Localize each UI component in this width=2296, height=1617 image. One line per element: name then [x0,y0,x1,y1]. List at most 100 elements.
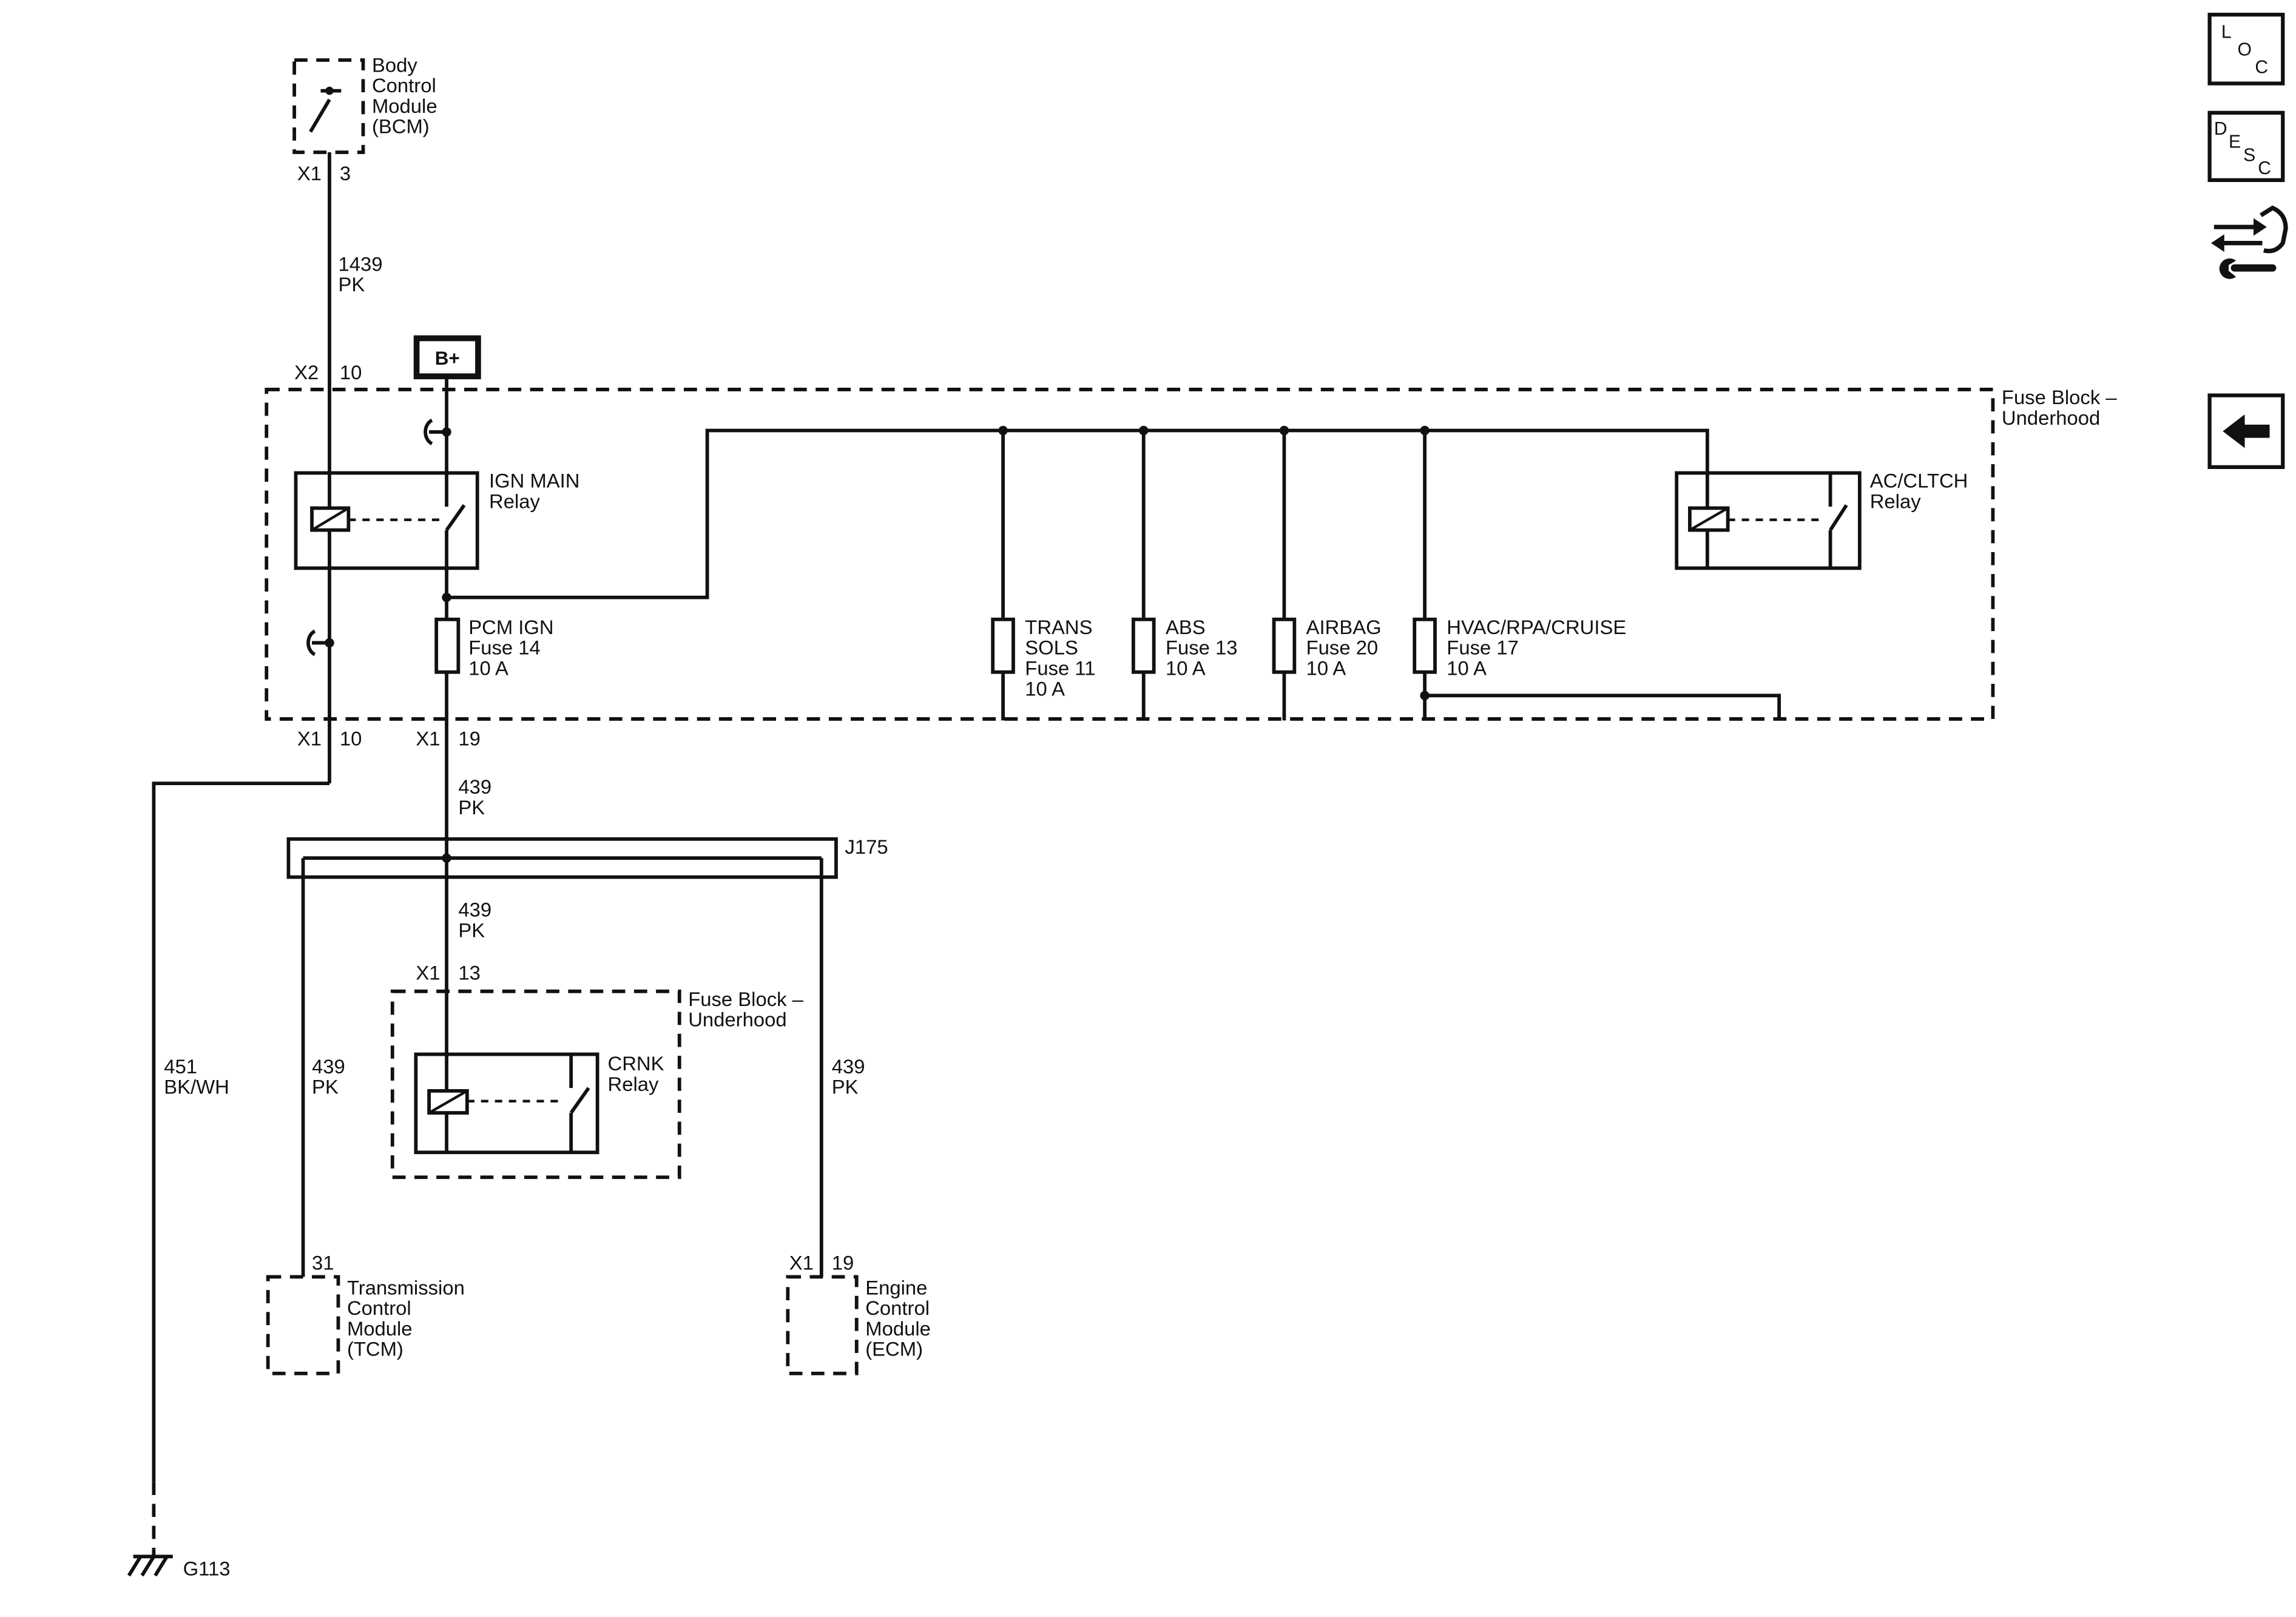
abs-fuse-symbol [1131,617,1156,674]
desc-letter: S [2243,145,2255,165]
wire-451-path: X1 10 451 BK/WH [152,530,362,1557]
fuse-label-line: AIRBAG [1306,616,1382,638]
fuse-label-line: 10 A [1166,657,1206,680]
desc-letter: C [2258,158,2271,178]
crnk-relay-coil-diagonal [428,1090,468,1114]
tcm-label-line: Transmission [347,1276,465,1298]
back-button-frame[interactable] [2207,393,2285,469]
ign-main-relay-switch-blade [445,504,466,532]
trans-sols-fuse-symbol [991,617,1015,674]
fuse-label-line: 10 A [468,657,508,680]
ecm-connector-label: X1 [789,1251,814,1274]
splice-pack-outline [286,837,838,879]
bcm-outline [292,58,365,154]
desc-letter: E [2229,132,2241,152]
b-plus-source: B+ [413,335,481,507]
tcm-label-line: (TCM) [347,1338,403,1360]
splice-j175: J175 439 PK [286,836,888,942]
crnk-relay-label-line: Relay [608,1073,659,1095]
ground-g113: G113 [127,1555,231,1580]
wire-color-label: PK [338,273,365,295]
splice-node [442,853,451,863]
fuse-label-line: Fuse 14 [468,636,541,659]
fuse-label-line: 10 A [1447,657,1487,680]
ac-cltch-relay-switch-blade [1829,504,1848,532]
fuse-block-input-connector-label: X2 [294,361,319,383]
fuse-label-line: 10 A [1306,657,1346,680]
crnk-relay-label-line: CRNK [608,1052,664,1075]
wire-color-label: PK [458,796,485,819]
tcm-component: 439 PK 31 Transmission Control Module (T… [266,858,465,1376]
crnk-fuse-block: X1 13 Fuse Block – Underhood [390,961,804,1180]
pcm-ign-fuse: PCM IGN Fuse 14 10 A X1 19 439 PK [416,530,554,1091]
bcm-label-line: Module [372,95,437,117]
desc-letter: D [2214,119,2227,139]
ac-cltch-relay: AC/CLTCH Relay [1675,470,1968,570]
bcm-pin-label: 3 [340,162,351,184]
bcm-label-line: Body [372,53,417,76]
connector-wrench-icon[interactable] [2211,205,2288,279]
bcm-connector-label: X1 [297,162,322,184]
tcm-label-line: Module [347,1317,413,1340]
fuse-block-output-connector-label: X1 [416,727,440,749]
bcm-component: Body Control Module (BCM) X1 3 [292,53,437,184]
ground-label: G113 [183,1558,231,1580]
loc-letter: L [2221,22,2232,42]
back-button[interactable] [2207,393,2285,469]
hvac-fuse: HVAC/RPA/CRUISE Fuse 17 10 A [1413,430,1781,721]
fuse-block-output-connector-label: X1 [297,727,322,749]
ign-main-relay: IGN MAIN Relay [294,470,580,570]
wire-circuit-label: 439 [832,1055,865,1078]
fuse-label-line: PCM IGN [468,616,553,638]
splice-label: J175 [845,836,888,858]
crnk-relay-switch-blade [569,1087,590,1114]
ecm-component: 439 PK X1 19 Engine Control Module (ECM) [786,858,931,1376]
bcm-switch-blade [309,98,331,133]
fuse-label-line: ABS [1166,616,1206,638]
connector-outline [2260,205,2288,254]
loc-button-frame[interactable] [2207,13,2285,86]
fuse-block-output-pin-label: 19 [458,727,480,749]
splice-node [325,638,334,648]
fuse-block-underhood: Fuse Block – Underhood [265,386,2117,721]
bcm-switch-contact-dot [325,86,334,95]
crnk-relay: CRNK Relay [414,1052,664,1155]
airbag-fuse: AIRBAG Fuse 20 10 A [1272,430,1382,721]
tcm-outline [266,1275,340,1376]
crnk-pin-label: 13 [458,961,480,984]
crnk-fuse-block-label-line: Underhood [688,1008,786,1031]
wire-color-label: PK [458,919,485,942]
loc-button[interactable]: L O C [2207,13,2285,86]
continuation-hook-icon [424,419,433,445]
ground-tick [140,1555,155,1577]
wrench-head [2219,258,2237,279]
pcm-ign-fuse-symbol [434,617,461,674]
fuse-label-line: HVAC/RPA/CRUISE [1447,616,1626,638]
crnk-fuse-block-label-line: Fuse Block – [688,988,803,1010]
fuse-label-line: SOLS [1025,636,1078,659]
fuse-label-line: Fuse 20 [1306,636,1379,659]
ac-cltch-relay-label-line: AC/CLTCH [1870,470,1968,492]
ignition-bus-wire [447,428,1709,599]
wire-circuit-label: 439 [458,775,491,798]
ecm-outline [786,1275,859,1376]
bcm-label-line: (BCM) [372,115,430,138]
ign-main-relay-label-line: IGN MAIN [489,470,579,492]
fuse-block-input-pin-label: 10 [340,361,362,383]
continuation-hook-icon [306,629,316,657]
crnk-connector-label: X1 [416,961,440,984]
arrow-right-head [2254,218,2267,236]
ign-main-relay-box [294,471,479,570]
desc-button[interactable]: D E S C [2207,110,2285,182]
wire-color-label: PK [312,1076,339,1098]
fuse-label-line: Fuse 17 [1447,636,1519,659]
ecm-pin-label: 19 [832,1251,854,1274]
airbag-fuse-symbol [1272,617,1297,674]
abs-fuse: ABS Fuse 13 10 A [1131,430,1238,721]
tcm-pin-label: 31 [312,1251,334,1274]
back-arrow-icon [2223,414,2270,448]
desc-button-frame[interactable] [2207,110,2285,182]
wire-color-label: PK [832,1076,859,1098]
ac-cltch-relay-label-line: Relay [1870,490,1921,512]
crnk-relay-box [414,1052,599,1155]
